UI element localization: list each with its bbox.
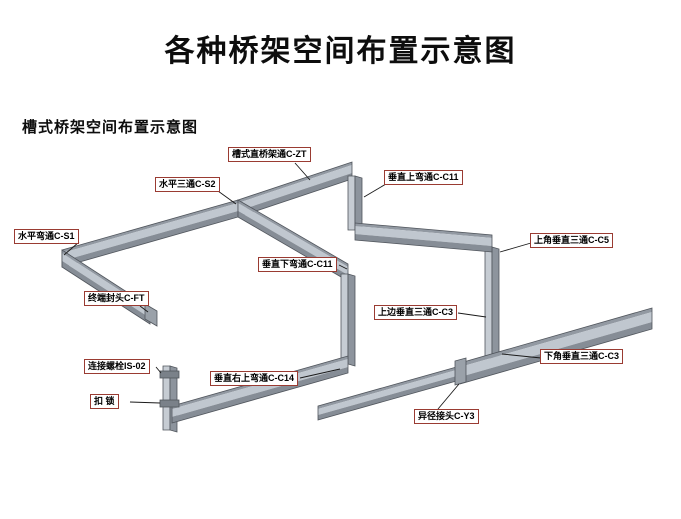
label-horizontal-bend: 水平弯通C-S1 xyxy=(14,229,79,245)
leader-line xyxy=(217,190,237,205)
leader-line xyxy=(499,242,532,253)
leader-line xyxy=(437,383,460,410)
label-horizontal-tee: 水平三通C-S2 xyxy=(155,177,220,193)
leader-line xyxy=(338,264,348,270)
leader-line xyxy=(457,312,487,318)
vertical-post-east xyxy=(484,246,500,361)
label-vertical-right-up-bend: 垂直右上弯通C-C14 xyxy=(210,371,299,387)
tray-mid-east-run xyxy=(354,222,493,253)
leader-lines xyxy=(63,162,542,410)
label-top-side-vertical-tee: 上边垂直三通C-C3 xyxy=(374,305,458,321)
end-cap-plate xyxy=(144,303,158,327)
label-vertical-up-bend: 垂直上弯通C-C11 xyxy=(384,170,463,186)
leader-line xyxy=(501,353,542,359)
label-lower-corner-vertical-tee: 下角垂直三通C-C3 xyxy=(540,349,624,365)
page-title: 各种桥架空间布置示意图 xyxy=(164,35,517,68)
label-upper-corner-vertical-tee: 上角垂直三通C-C5 xyxy=(530,233,614,249)
tray-upper-left-run xyxy=(61,199,239,268)
buckle-lock-plate xyxy=(159,399,180,408)
leader-line xyxy=(294,162,311,181)
vertical-post-middle xyxy=(340,273,356,367)
section-subtitle: 槽式桥架空间布置示意图 xyxy=(22,119,199,136)
label-buckle-lock: 扣 锁 xyxy=(90,394,119,410)
vertical-riser-top xyxy=(347,175,363,233)
leader-line xyxy=(363,183,387,198)
reducer-joint-plate xyxy=(454,357,467,386)
label-end-cap: 终端封头C-FT xyxy=(84,291,149,307)
leader-line xyxy=(155,366,162,374)
label-connecting-bolt: 连接螺栓IS-02 xyxy=(84,359,150,375)
tray-top-straight-run xyxy=(237,161,353,218)
leader-line xyxy=(129,401,161,404)
leader-line xyxy=(299,368,341,379)
label-reducer-joint: 异径接头C-Y3 xyxy=(414,409,479,425)
tray-west-bend-run xyxy=(61,249,151,325)
leader-line xyxy=(139,305,149,313)
connecting-bolt-plate xyxy=(159,370,180,379)
label-vertical-down-bend: 垂直下弯通C-C11 xyxy=(258,257,337,273)
label-trough-straight-tray: 槽式直桥架通C-ZT xyxy=(228,147,311,163)
